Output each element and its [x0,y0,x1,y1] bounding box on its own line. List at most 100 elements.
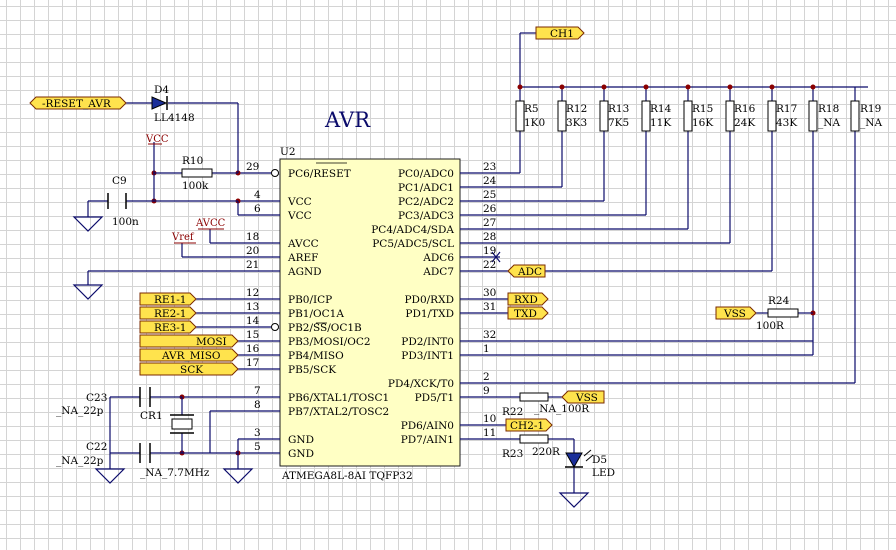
r23-ref: R23 [502,448,523,460]
pin-name: PC6/RESET [288,168,351,180]
r24-value: 100R [756,320,785,332]
u2-part-number: ATMEGA8L-8AI TQFP32 [281,470,413,482]
pin-name: AVCC [287,238,319,250]
pin-number: 30 [483,287,496,299]
svg-text:ADC: ADC [517,266,542,278]
pin-number: 20 [246,245,259,257]
pin-name: PD7/AIN1 [401,434,454,446]
resistor-r15 [683,100,693,132]
svg-text:RXD: RXD [514,294,538,306]
pin-name: PC0/ADC0 [398,168,454,180]
pin-number: 6 [254,203,261,215]
resistor-r22 [519,392,549,402]
left-pin-stubs [88,172,280,454]
port-sck [139,362,239,376]
svg-text:1K0: 1K0 [524,117,545,129]
schematic-title: AVR [324,108,371,132]
pin-name: PB3/MOSI/OC2 [288,336,371,348]
pin-number: 10 [483,413,496,425]
c9-ref: C9 [112,175,127,187]
pin-name: PC3/ADC3 [398,210,454,222]
pin-name: GND [288,448,314,460]
d4-value: LL4148 [154,112,195,124]
port-mosi [139,334,239,348]
pin-number: 25 [483,189,496,201]
svg-text:_NA: _NA [860,117,882,129]
pin-name: PB5/SCK [288,364,336,376]
pin-number: 5 [254,441,261,453]
r23-value: 220R [532,446,561,458]
svg-text:VSS: VSS [723,308,746,320]
c22-ref: C22 [86,441,107,453]
pin-name: PB6/XTAL1/TOSC1 [288,392,389,404]
d4-ref: D4 [154,84,169,96]
svg-text:R14: R14 [650,103,672,115]
resistor-r14 [641,100,651,132]
svg-text:R13: R13 [608,103,629,115]
vcc-label-1: VCC [145,134,169,145]
led-d5 [565,452,583,469]
pin-number: 2 [483,371,490,383]
svg-text:MOSI: MOSI [196,336,227,348]
svg-text:CH2-1: CH2-1 [510,420,544,432]
pin-name: PB4/MISO [288,350,344,362]
pin-name: PC2/ADC2 [398,196,454,208]
r10-value: 100k [182,180,209,192]
resistor-r23 [519,434,549,444]
port-avr-miso [139,348,239,362]
resistor-r17 [767,100,777,132]
pin-number: 17 [246,357,259,369]
pin-number: 28 [483,231,496,243]
pin-name: PD5/T1 [415,392,454,404]
pin-name: PC5/ADC5/SCL [372,238,454,250]
resistor-r10 [181,168,213,178]
svg-text:R12: R12 [566,103,587,115]
pin-name: GND [288,434,314,446]
pin-number: 14 [246,315,260,327]
pin-name: PD1/TXD [405,308,454,320]
c22-value: _NA_22p [56,455,104,467]
c9-value: 100n [112,216,139,228]
pin-number: 23 [483,161,496,173]
pin-name: PD3/INT1 [401,350,454,362]
port-re1 [139,292,197,306]
crystal-cr1 [171,418,193,430]
svg-text:_NA: _NA [818,117,840,129]
pin-name: AREF [287,252,318,264]
svg-text:3K3: 3K3 [566,117,587,129]
cr1-ref: CR1 [140,410,163,422]
port-re3 [139,320,197,334]
pin-name: PB2/SS/OC1B [288,322,362,334]
pin-name: PC1/ADC1 [398,182,454,194]
resistor-r5 [515,100,525,132]
svg-text:RE3-1: RE3-1 [154,322,186,334]
diode-d4 [151,96,168,110]
svg-text:VSS: VSS [575,392,598,404]
pin-number: 12 [246,287,259,299]
ground-symbol [94,468,126,484]
pin-name: ADC7 [422,266,454,278]
pin-number: 4 [254,189,261,201]
svg-text:16K: 16K [692,117,713,129]
pin-name: PB1/OC1A [288,308,344,320]
ground-symbol [72,284,104,300]
svg-text:43K: 43K [776,117,797,129]
port-vss-r22 [561,390,605,404]
resistor-r16 [725,100,735,132]
resistor-r18 [808,100,818,132]
ground-symbol [222,468,254,484]
pin-number: 22 [483,259,496,271]
svg-text:RE2-1: RE2-1 [154,308,186,320]
pin-number: 11 [483,427,496,439]
top-resistors [515,100,860,132]
port-ch2 [505,418,553,432]
svg-text:AVR_MISO: AVR_MISO [161,350,221,362]
right-pins: 23 PC0/ADC0 24 PC1/ADC1 25 PC2/ADC2 26 P… [371,161,496,446]
pin-name: PD6/AIN0 [401,420,454,432]
left-pins: 29 PC6/RESET 4 VCC 6 VCC 18 AVCC 20 AREF… [246,161,389,460]
pin-number: 3 [254,427,261,439]
port-reset-avr [29,96,127,110]
pin-name: PD4/XCK/T0 [388,378,454,390]
pin-number: 7 [254,385,261,397]
port-txd [507,306,549,320]
